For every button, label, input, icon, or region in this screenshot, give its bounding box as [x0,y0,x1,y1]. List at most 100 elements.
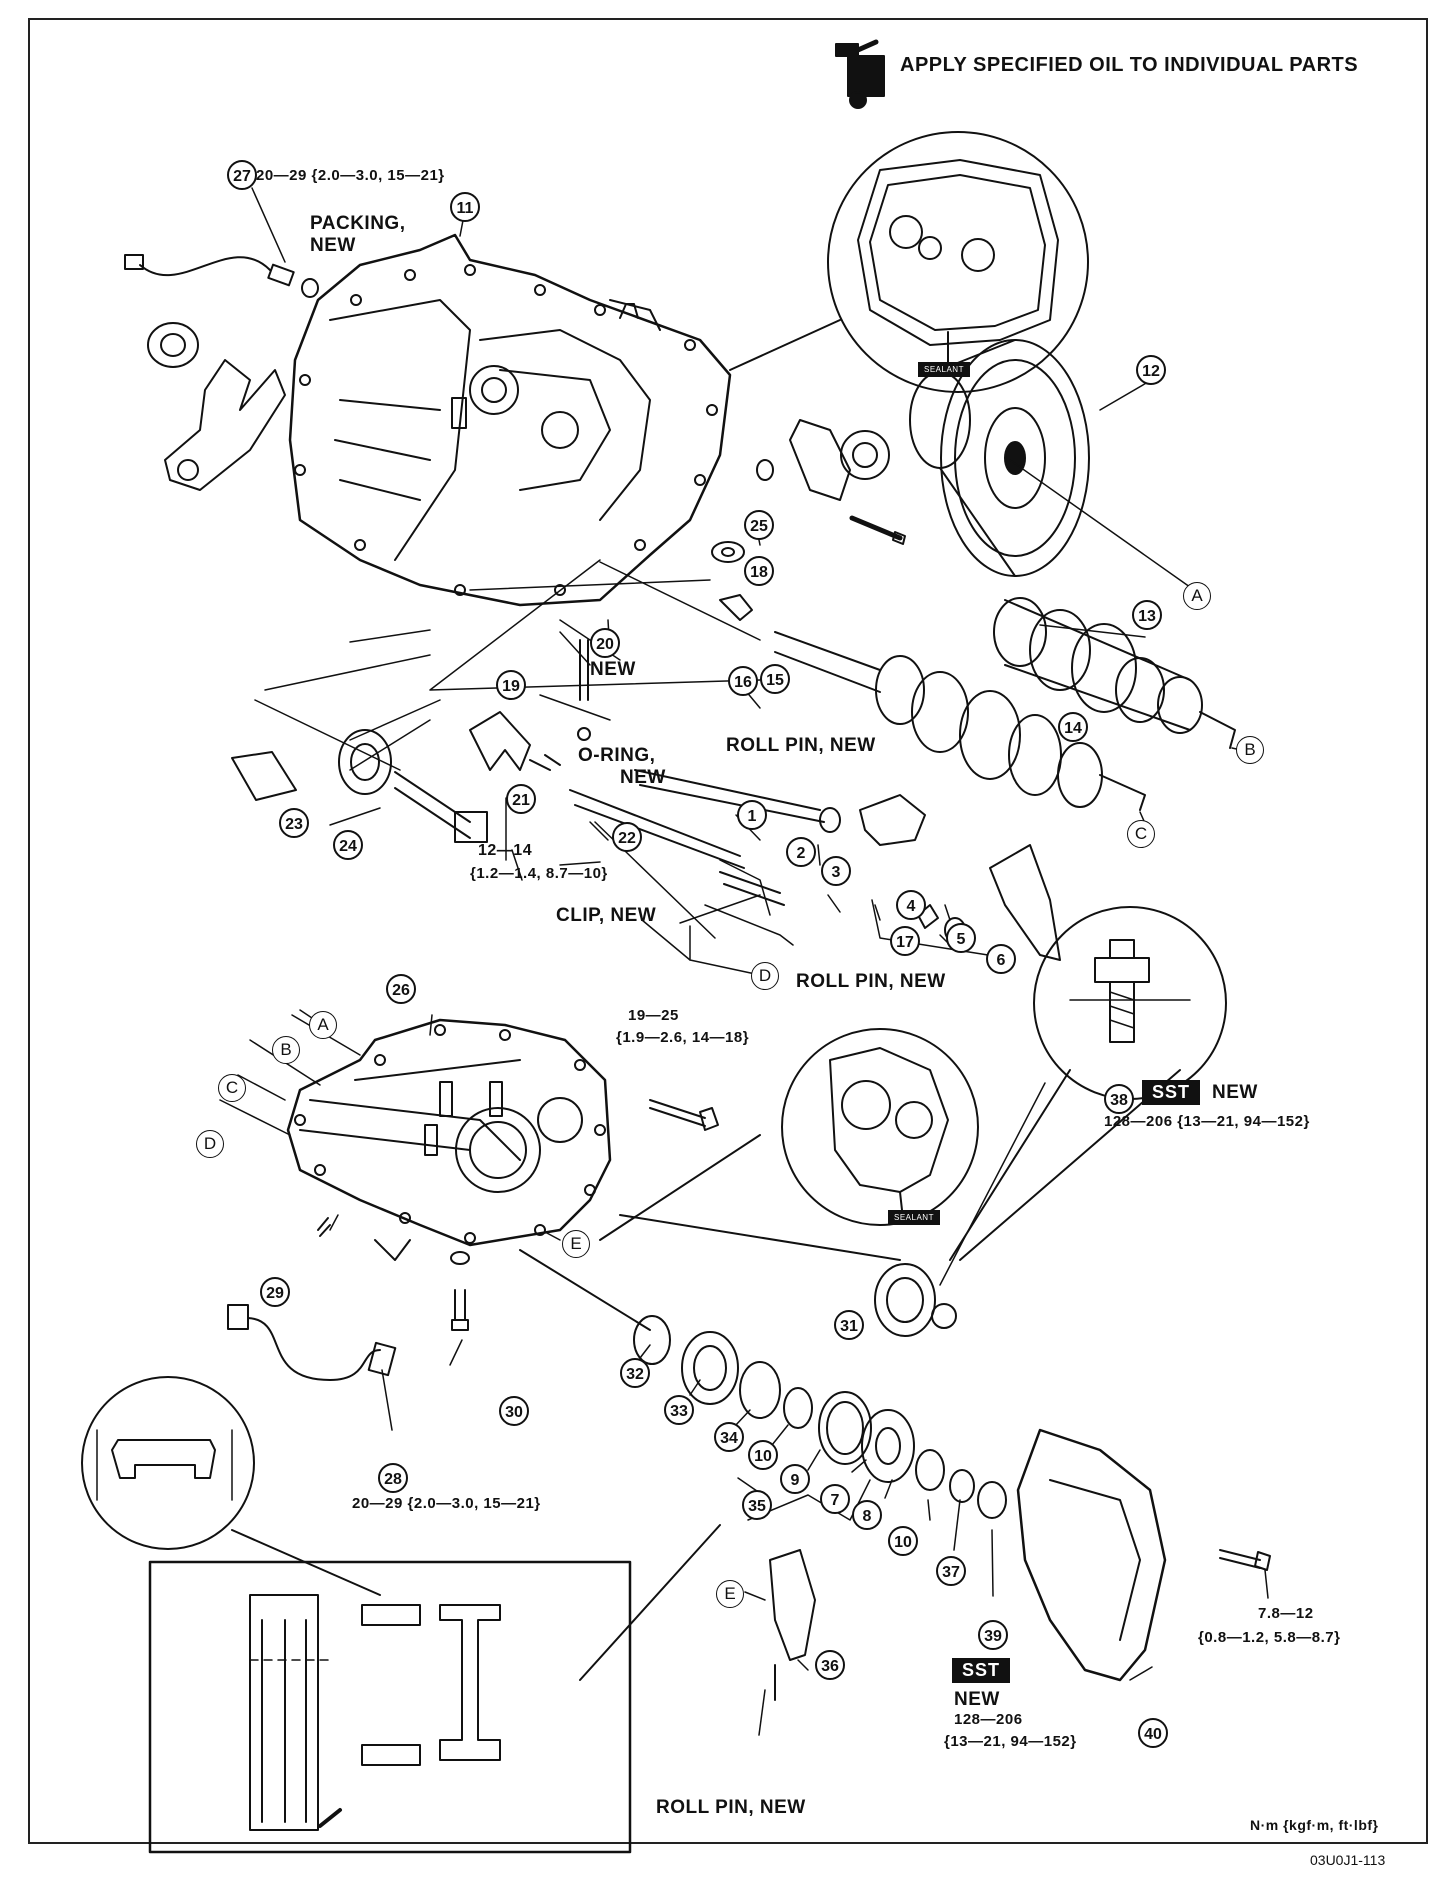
ref-26: 26 [386,974,416,1004]
sst-badge-38: SST [1142,1080,1201,1105]
ref-7: 7 [820,1484,850,1514]
ref-16: 16 [728,666,758,696]
diagram-frame [28,18,1428,1844]
clip-new-label: CLIP, NEW [556,905,657,926]
ref-19: 19 [496,670,526,700]
release-fork [147,322,286,491]
ref-28: 28 [378,1463,408,1493]
torque-bolt-1: 19—25 [628,1007,679,1024]
reverse-idler [231,729,488,843]
torque-39-2: {13—21, 94—152} [944,1733,1077,1750]
small-parts-19-21 [469,541,753,771]
ref-40: 40 [1138,1718,1168,1748]
packing-label-2: NEW [310,235,356,256]
torque-21-1: 12—14 [478,842,533,859]
ref-12: 12 [1136,355,1166,385]
ref-9: 9 [780,1464,810,1494]
ref-27: 27 [227,160,257,190]
transaxle-case [286,1018,612,1261]
shift-fork-36 [769,1549,816,1701]
ref-31: 31 [834,1310,864,1340]
torque-28: 20—29 {2.0—3.0, 15—21} [352,1495,541,1512]
new-38-label: NEW [1212,1082,1258,1103]
units-note: N·m {kgf·m, ft·lbf} [1250,1817,1379,1833]
ref-36: 36 [815,1650,845,1680]
speed-sensor-27 [124,254,319,298]
ref-letter-a-2: A [309,1011,337,1039]
ref-24: 24 [333,830,363,860]
end-cover [1016,1428,1271,1682]
ref-2: 2 [786,837,816,867]
clutch-housing [288,233,732,607]
ref-33: 33 [664,1395,694,1425]
packing-label-1: PACKING, [310,213,406,234]
ref-6: 6 [986,944,1016,974]
new-20-label: NEW [590,659,636,680]
ref-11: 11 [450,192,480,222]
gasket-callout-2 [599,1028,979,1241]
ref-10-b: 10 [888,1526,918,1556]
oil-instruction: APPLY SPECIFIED OIL TO INDIVIDUAL PARTS [900,54,1359,76]
ref-8: 8 [852,1500,882,1530]
oil-can-icon [835,39,885,109]
ref-39: 39 [978,1620,1008,1650]
ref-29: 29 [260,1277,290,1307]
ref-10-a: 10 [748,1440,778,1470]
shift-rails [569,769,825,906]
gasket-callout [729,131,1089,393]
rollpin-mid-label: ROLL PIN, NEW [796,971,946,992]
torque-38: 128—206 {13—21, 94—152} [1104,1113,1310,1130]
ref-14: 14 [1058,712,1088,742]
ref-38: 38 [1104,1084,1134,1114]
rollpin-top-label: ROLL PIN, NEW [726,735,876,756]
ref-letter-c-2: C [218,1074,246,1102]
ref-13: 13 [1132,600,1162,630]
ref-letter-b-2: B [272,1036,300,1064]
differential-gear [909,339,1090,577]
ref-1: 1 [737,800,767,830]
ref-25: 25 [744,510,774,540]
case-bolt [649,1099,719,1131]
ref-18: 18 [744,556,774,586]
countershaft-assembly [993,597,1236,749]
ref-letter-a-1: A [1183,582,1211,610]
figure-code: 03U0J1-113 [1310,1852,1386,1868]
fork-detail-box [148,1524,721,1854]
leader-lines-bottom [219,1009,1269,1736]
torque-bolt-2: {1.9—2.6, 14—18} [616,1029,750,1046]
sealant-tag-2: SEALANT [888,1210,940,1225]
sst-badge-39: SST [952,1658,1011,1683]
ref-letter-e-1: E [562,1230,590,1258]
ref-3: 3 [821,856,851,886]
ref-5: 5 [946,923,976,953]
torque-40-1: 7.8—12 [1258,1605,1314,1622]
oring-label-1: O-RING, [578,745,656,766]
ref-21: 21 [506,784,536,814]
ref-23: 23 [279,808,309,838]
ref-32: 32 [620,1358,650,1388]
ref-37: 37 [936,1556,966,1586]
torque-27: 20—29 {2.0—3.0, 15—21} [256,167,445,184]
oring-label-2: NEW [620,767,666,788]
ref-letter-d-1: D [751,962,779,990]
ref-letter-c-1: C [1127,820,1155,848]
ref-letter-b-1: B [1236,736,1264,764]
gear-stack [519,1249,1007,1519]
ref-letter-d-2: D [196,1130,224,1158]
torque-40-2: {0.8—1.2, 5.8—8.7} [1198,1629,1341,1646]
ref-20: 20 [590,628,620,658]
gear-31 [619,1214,957,1337]
ref-letter-e-2: E [716,1580,744,1608]
sensor-28 [227,1217,470,1381]
new-39-label: NEW [954,1689,1000,1710]
ref-22: 22 [612,822,642,852]
clip-detail-callout [81,1376,381,1596]
bearing-bracket [756,419,906,545]
ref-35: 35 [742,1490,772,1520]
ref-17: 17 [890,926,920,956]
torque-21-2: {1.2—1.4, 8.7—10} [470,865,608,882]
mainshaft-assembly [774,631,1146,811]
ref-15: 15 [760,664,790,694]
rollpin-bottom-label: ROLL PIN, NEW [656,1797,806,1818]
ref-4: 4 [896,890,926,920]
